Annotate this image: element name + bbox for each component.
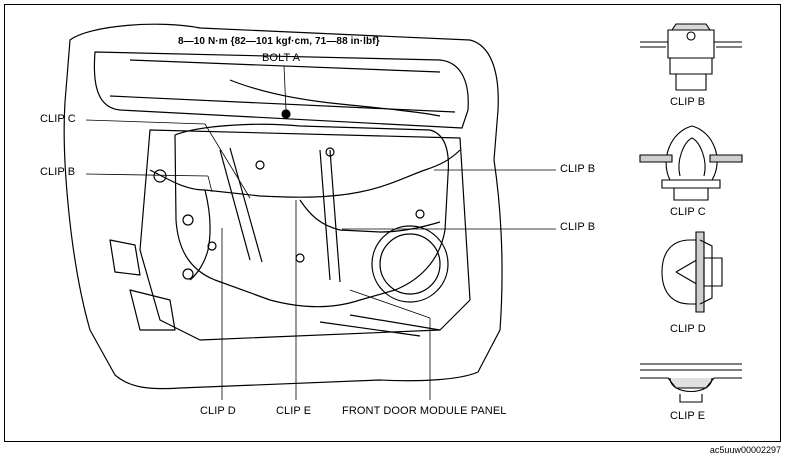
label-module-panel: FRONT DOOR MODULE PANEL xyxy=(342,405,507,417)
detail-label-clip-d: CLIP D xyxy=(670,323,706,335)
module-panel-outline xyxy=(174,123,450,308)
detail-label-clip-e: CLIP E xyxy=(670,410,706,422)
detail-label-clip-b: CLIP B xyxy=(670,96,706,108)
label-clip-e: CLIP E xyxy=(276,405,312,417)
label-clip-b-left: CLIP B xyxy=(40,166,76,178)
torque-spec: 8—10 N·m {82—101 kgf·cm, 71—88 in·lbf} xyxy=(178,36,380,47)
clip-c-detail xyxy=(639,125,743,201)
label-clip-c: CLIP C xyxy=(40,113,76,125)
label-clip-b-right-top: CLIP B xyxy=(560,163,596,175)
bolt-a xyxy=(281,109,291,119)
detail-label-clip-c: CLIP C xyxy=(670,206,706,218)
clip-e-detail xyxy=(640,363,742,403)
door-outer-shell xyxy=(63,23,503,390)
label-clip-b-right-bottom: CLIP B xyxy=(560,221,596,233)
window-frame xyxy=(93,51,469,129)
label-clip-d: CLIP D xyxy=(200,405,236,417)
door-inner-cavity xyxy=(139,129,471,341)
leader-clip-c xyxy=(85,119,206,125)
label-bolt-a: BOLT A xyxy=(262,52,301,64)
leader-clip-b-left xyxy=(85,173,209,177)
reference-code: ac5uuw00002297 xyxy=(709,445,781,455)
leader-bolt-a xyxy=(283,65,287,111)
speaker-circle xyxy=(371,225,449,303)
wire-harness xyxy=(149,149,461,198)
clip-b-detail xyxy=(640,23,742,91)
diagram-frame xyxy=(4,4,781,442)
clip-d-detail xyxy=(661,231,723,313)
